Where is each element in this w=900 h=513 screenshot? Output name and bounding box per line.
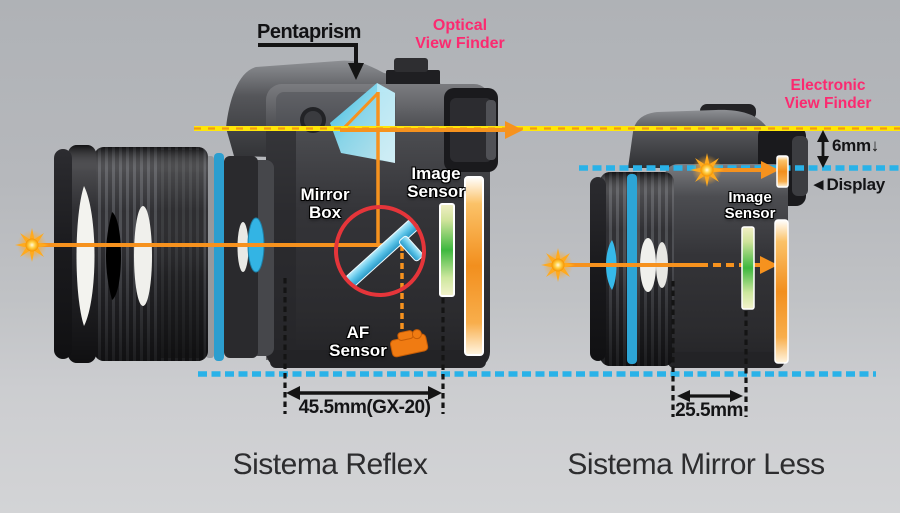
optical-viewfinder-label: Optical View Finder [415, 17, 505, 53]
reflex-mirror [345, 219, 424, 287]
evf-offset-arrow [817, 130, 829, 168]
mirror-highlight-circle [334, 205, 426, 297]
measurement-guides [283, 278, 748, 417]
pentaprism-label: Pentaprism [257, 21, 361, 43]
evf-offset-label: 6mm↓ [832, 136, 879, 155]
mirrorless-lens [590, 172, 674, 366]
mirror-box-label: Mirror Box [300, 185, 350, 222]
display-label: ◄Display [810, 175, 885, 194]
mirrorless-image-sensor-bar [741, 226, 755, 310]
light-source-icon [541, 248, 575, 282]
mirrorless-system-caption: Sistema Mirror Less [567, 448, 825, 481]
pentaprism-pointer-arrow [258, 43, 364, 80]
dslr-image-sensor-bar [439, 203, 455, 297]
flange-distance-arrows [286, 386, 743, 402]
mirrorless-image-sensor-label: Image Sensor [724, 189, 776, 222]
light-source-icon [690, 153, 724, 187]
dslr-image-sensor-label: Image Sensor [407, 164, 465, 201]
dslr-camera-illustration [54, 58, 498, 368]
dslr-display-bar [464, 176, 484, 356]
dslr-lens [54, 145, 274, 363]
reflex-flange-distance: 45.5mm(GX-20) [298, 397, 431, 418]
evf-display-bar [776, 155, 789, 188]
light-source-icon [15, 228, 49, 262]
reflex-system-caption: Sistema Reflex [232, 448, 428, 481]
light-path-overlay [15, 43, 900, 417]
af-sensor-label: AF Sensor [329, 323, 387, 360]
mirrorless-flange-distance: 25.5mm [675, 400, 743, 421]
viewfinder-exit-arrow [505, 121, 523, 139]
af-sensor-icon [389, 329, 429, 358]
electronic-viewfinder-label: Electronic View Finder [784, 77, 872, 112]
mirrorless-display-bar [774, 219, 789, 364]
